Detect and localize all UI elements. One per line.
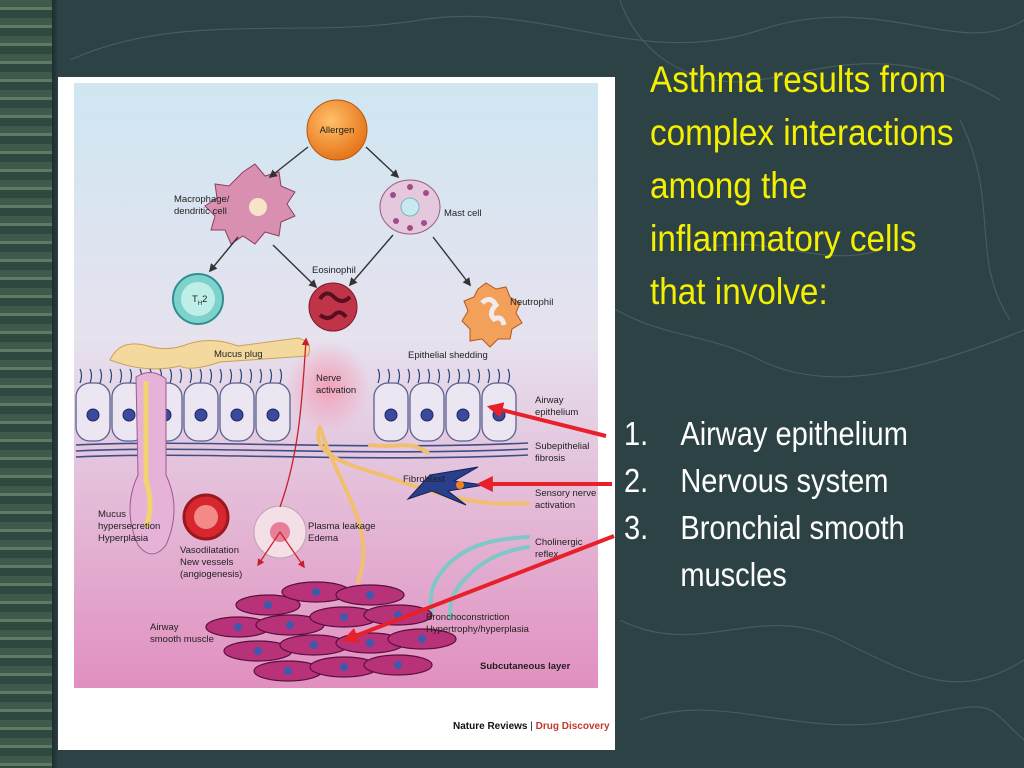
- list-text: Airway epithelium: [680, 415, 908, 452]
- figure-credit: Nature Reviews | Drug Discovery: [453, 721, 610, 732]
- label-airway-sm-2: smooth muscle: [150, 634, 214, 645]
- mucus-plug: [109, 337, 311, 370]
- label-mucus-hyper-3: Hyperplasia: [98, 533, 149, 544]
- eosinophil-cell: [308, 282, 358, 332]
- label-epithelial-shedding: Epithelial shedding: [408, 350, 488, 361]
- label-th2: TH2: [192, 294, 207, 307]
- list-text-continuation: muscles: [680, 556, 787, 593]
- list-item: 2. Nervous system: [624, 457, 908, 504]
- label-nerve-1: Nerve: [316, 373, 341, 384]
- label-cholinergic-1: Cholinergic: [535, 537, 583, 548]
- label-sensory-2: activation: [535, 500, 575, 511]
- label-vaso-3: (angiogenesis): [180, 569, 242, 580]
- asthma-diagram-panel: Allergen Macrophage/ dendritic cell Mast…: [58, 77, 615, 750]
- list-number: 2.: [624, 462, 649, 499]
- label-plasma-1: Plasma leakage: [308, 521, 376, 532]
- label-sensory-1: Sensory nerve: [535, 488, 596, 499]
- mucus-gland: [129, 372, 175, 555]
- left-decorative-strip: [0, 0, 58, 768]
- list-number: 1.: [624, 415, 649, 452]
- list-text: Bronchial smooth: [680, 509, 905, 546]
- label-neutrophil: Neutrophil: [510, 297, 553, 308]
- list-item: 3. Bronchial smooth muscles: [624, 504, 908, 598]
- label-allergen: Allergen: [320, 125, 355, 136]
- label-airway-sm-1: Airway: [150, 622, 179, 633]
- list-text: Nervous system: [680, 462, 889, 499]
- title-line-1: Asthma results from: [650, 59, 947, 100]
- label-nerve-2: activation: [316, 385, 356, 396]
- involvement-list: 1. Airway epithelium 2. Nervous system 3. B…: [624, 410, 908, 598]
- asthma-pathophysiology-diagram: Allergen Macrophage/ dendritic cell Mast…: [74, 83, 610, 732]
- label-subepithelial-2: fibrosis: [535, 453, 565, 464]
- label-broncho-1: Bronchoconstriction: [426, 612, 509, 623]
- title-line-4: inflammatory cells: [650, 218, 917, 259]
- label-subepithelial-1: Subepithelial: [535, 441, 589, 452]
- label-subcutaneous-layer: Subcutaneous layer: [480, 661, 571, 672]
- label-airway-epithelium-1: Airway: [535, 395, 564, 406]
- title-line-5: that involve:: [650, 271, 828, 312]
- label-fibroblast: Fibroblast: [403, 474, 445, 485]
- label-mast-cell: Mast cell: [444, 208, 481, 219]
- label-cholinergic-2: reflex: [535, 549, 558, 560]
- label-macrophage-1: Macrophage/: [174, 194, 230, 205]
- title-line-3: among the: [650, 165, 808, 206]
- label-mucus-hyper-2: hypersecretion: [98, 521, 160, 532]
- label-vaso-2: New vessels: [180, 557, 234, 568]
- slide-title: Asthma results from complex interactions…: [650, 53, 974, 318]
- label-vaso-1: Vasodilatation: [180, 545, 239, 556]
- label-airway-epithelium-2: epithelium: [535, 407, 578, 418]
- list-item: 1. Airway epithelium: [624, 410, 908, 457]
- label-mucus-hyper-1: Mucus: [98, 509, 126, 520]
- list-number: 3.: [624, 509, 649, 546]
- allergen-cell: [306, 99, 368, 161]
- fibroblast-cell: [406, 466, 485, 506]
- label-broncho-2: Hypertrophy/hyperplasia: [426, 624, 530, 635]
- title-line-2: complex interactions: [650, 112, 954, 153]
- label-eosinophil: Eosinophil: [312, 265, 356, 276]
- label-macrophage-2: dendritic cell: [174, 206, 227, 217]
- label-plasma-2: Edema: [308, 533, 339, 544]
- label-mucus-plug: Mucus plug: [214, 349, 263, 360]
